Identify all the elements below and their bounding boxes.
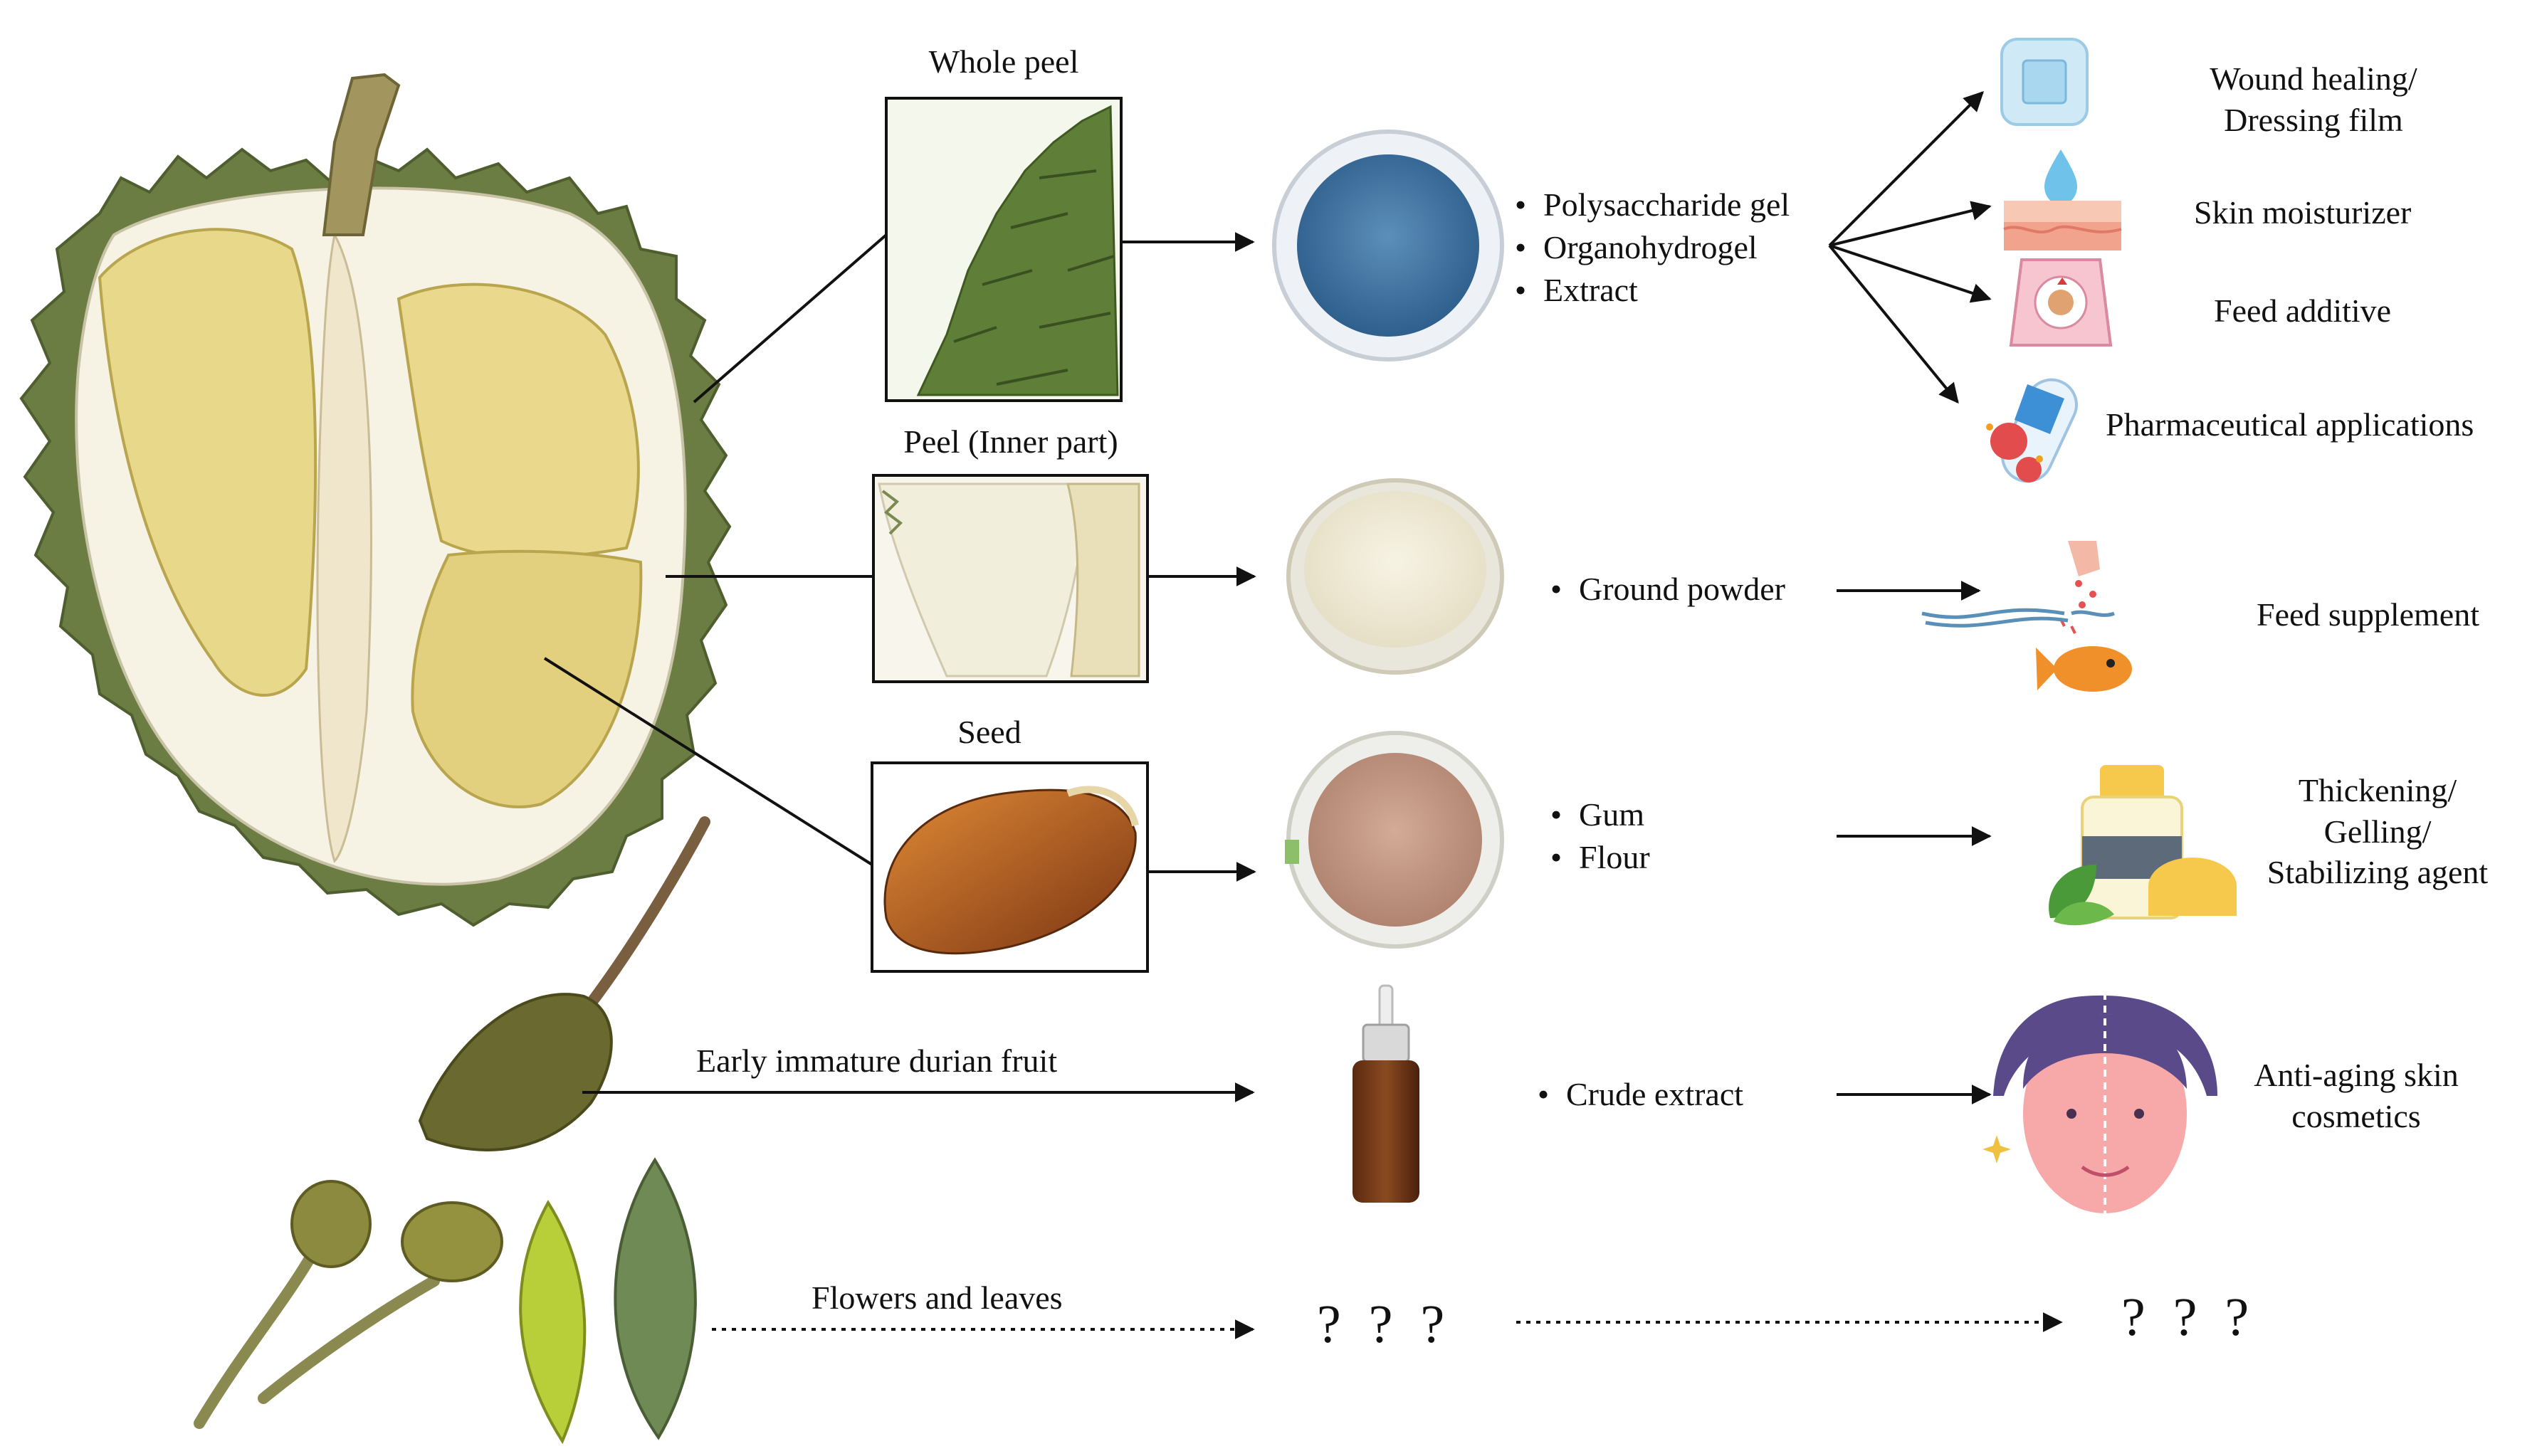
seed-label: Seed [957,714,1021,750]
anti-aging-label: Anti-aging skin cosmetics [2235,1055,2477,1136]
feed-additive-label: Feed additive [2214,292,2392,329]
powder-petri-dish [1286,478,1504,675]
product-item: Ground powder [1550,568,1785,611]
anti-aging-line-1: Anti-aging skin [2254,1057,2459,1093]
thickening-line-3: Stabilizing agent [2267,854,2489,890]
thickening-agent-label: Thickening/ Gelling/ Stabilizing agent [2242,770,2513,893]
skin-moisturizer-label: Skin moisturizer [2194,194,2412,231]
flowers-leaves-product-unknown: ? ? ? [1317,1294,1452,1354]
blue-gel-petri-dish [1272,130,1504,362]
whole-peel-products: Polysaccharide gel Organohydrogel Extrac… [1515,184,1790,312]
anti-aging-line-2: cosmetics [2291,1097,2421,1134]
product-item: Crude extract [1538,1073,1743,1116]
wound-healing-line-2: Dressing film [2224,101,2403,138]
durian-fruit-illustration [19,73,732,927]
seed-products: Gum Flour [1550,793,1650,879]
feed-supplement-icon [1921,541,2132,692]
inner-peel-photo [872,474,1149,683]
seed-photo [871,761,1149,973]
thickening-line-2: Gelling/ [2323,813,2432,850]
product-item: Gum [1550,793,1650,836]
thickening-line-1: Thickening/ [2298,772,2457,808]
flour-petri-dish [1285,731,1504,949]
product-item: Flour [1550,836,1650,879]
dressing-film-icon [2000,38,2089,126]
product-item: Polysaccharide gel [1515,184,1790,226]
whole-peel-photo [885,97,1123,402]
pharmaceutical-label: Pharmaceutical applications [2106,406,2474,443]
inner-peel-label: Peel (Inner part) [903,423,1118,460]
skin-moisturizer-icon [2003,149,2122,250]
inner-peel-products: Ground powder [1550,568,1785,611]
flowers-leaves-application-unknown: ? ? ? [2121,1287,2257,1347]
flowers-leaves-illustration [194,1157,697,1445]
pharmaceutical-icon [1986,378,2078,483]
anti-aging-face-icon [1982,993,2217,1224]
whole-peel-label: Whole peel [928,43,1079,80]
wound-healing-label: Wound healing/ Dressing film [2150,58,2477,140]
connector-lines [543,91,2063,1339]
wound-healing-line-1: Wound healing/ [2210,60,2417,97]
flowers-leaves-label: Flowers and leaves [812,1280,1063,1316]
product-item: Extract [1515,269,1790,312]
immature-fruit-label: Early immature durian fruit [696,1043,1058,1079]
product-item: Organohydrogel [1515,226,1790,269]
dropper-bottle [1353,984,1419,1203]
immature-durian-illustration [418,816,710,1151]
feed-additive-icon [2009,258,2113,347]
feed-supplement-label: Feed supplement [2257,596,2479,633]
immature-fruit-products: Crude extract [1538,1073,1743,1116]
thickening-agent-icon [2049,765,2237,926]
